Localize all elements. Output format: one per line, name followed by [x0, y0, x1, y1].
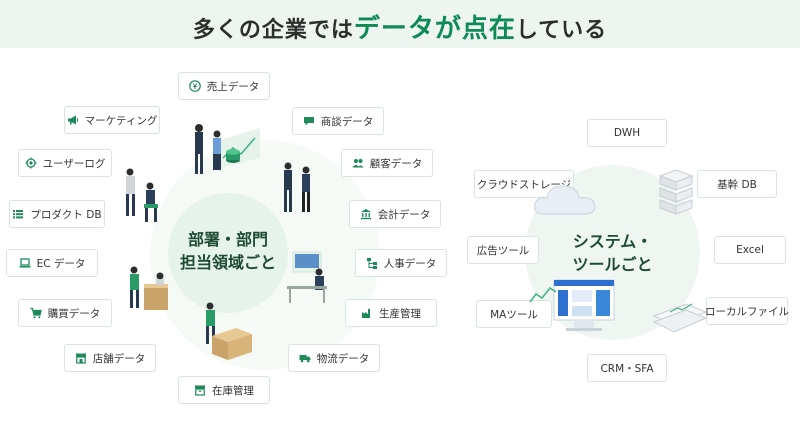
pill-ad-tool: 広告ツール — [467, 236, 539, 264]
title-prefix: 多くの企業では — [192, 18, 354, 43]
pill-label: 顧客データ — [369, 157, 423, 170]
pill-sales-data: 売上データ — [178, 72, 270, 100]
office-worker-illustration — [287, 251, 327, 303]
header-band — [0, 0, 800, 48]
pill-hr-data: 人事データ — [355, 249, 447, 277]
inventory-icon — [194, 384, 206, 396]
pill-label: プロダクト DB — [30, 208, 102, 221]
pill-inventory-management: 在庫管理 — [178, 376, 270, 404]
cloud-storage-illustration — [534, 185, 596, 215]
pill-excel: Excel — [714, 236, 786, 264]
customer-meeting-illustration — [284, 162, 310, 212]
systems-center-label: システム・ ツールごと — [555, 230, 670, 276]
warehouse-illustration — [206, 302, 252, 360]
chat-icon — [303, 115, 315, 127]
title-suffix: している — [515, 18, 608, 43]
pill-label: CRM・SFA — [600, 362, 654, 375]
pill-crm-sfa: CRM・SFA — [587, 354, 667, 382]
factory-icon — [361, 307, 373, 319]
pill-customer-data: 顧客データ — [341, 149, 433, 177]
pill-label: ローカルファイル — [705, 305, 789, 318]
pill-label: ユーザーログ — [42, 157, 106, 170]
pill-accounting-data: 会計データ — [349, 200, 441, 228]
bank-icon — [360, 208, 372, 220]
user-analysis-illustration — [126, 168, 158, 222]
page-title: 多くの企業ではデータが点在している — [0, 8, 800, 45]
ma-chart-illustration — [529, 286, 557, 303]
pill-label: 広告ツール — [476, 244, 530, 257]
pill-ec-data: EC データ — [6, 249, 98, 277]
systems-center-line1: システム・ — [572, 232, 653, 251]
pill-label: 生産管理 — [379, 307, 421, 320]
departments-inner-circle — [168, 193, 288, 313]
sales-meeting-illustration — [195, 124, 260, 174]
megaphone-icon — [67, 114, 79, 126]
pill-local-file: ローカルファイル — [705, 297, 789, 325]
pill-label: 基幹 DB — [717, 178, 757, 191]
departments-center-line2: 担当領域ごと — [179, 253, 276, 272]
local-file-illustration — [652, 303, 708, 333]
pill-label: クラウドストレージ — [476, 178, 572, 191]
title-accent: データが点在 — [353, 14, 516, 44]
pill-deal-data: 商談データ — [292, 107, 384, 135]
list-icon — [12, 208, 24, 220]
store-clerk-illustration — [130, 266, 168, 310]
pill-label: EC データ — [36, 257, 86, 270]
pill-label: Excel — [736, 244, 764, 256]
store-icon — [75, 352, 87, 364]
pill-dwh: DWH — [587, 119, 667, 147]
pill-user-log: ユーザーログ — [18, 149, 112, 177]
pill-marketing: マーケティング — [64, 106, 160, 134]
pill-label: 会計データ — [377, 208, 431, 221]
server-stack-illustration — [658, 169, 694, 215]
pill-label: マーケティング — [84, 114, 158, 127]
cart-icon — [30, 307, 42, 319]
crm-dashboard-illustration — [553, 279, 615, 331]
pill-logistics-data: 物流データ — [288, 344, 380, 372]
departments-center-label: 部署・部門 担当領域ごと — [168, 228, 288, 274]
pill-label: MAツール — [490, 308, 538, 321]
target-icon — [25, 157, 37, 169]
pill-production-management: 生産管理 — [345, 299, 437, 327]
org-chart-icon — [366, 257, 378, 269]
pill-label: 店舗データ — [92, 352, 146, 365]
departments-center-line1: 部署・部門 — [187, 230, 268, 249]
pill-label: 商談データ — [320, 115, 374, 128]
truck-icon — [299, 352, 311, 364]
pill-core-db: 基幹 DB — [697, 170, 777, 198]
systems-center-line2: ツールごと — [572, 255, 653, 274]
pill-label: 在庫管理 — [212, 384, 254, 397]
pill-label: 人事データ — [383, 257, 437, 270]
pill-store-data: 店舗データ — [64, 344, 156, 372]
laptop-icon — [19, 257, 31, 269]
pill-ma-tool: MAツール — [476, 300, 552, 328]
yen-icon — [188, 80, 201, 92]
pill-label: 購買データ — [47, 307, 101, 320]
pill-label: DWH — [613, 127, 641, 139]
pill-label: 売上データ — [206, 80, 260, 93]
people-icon — [352, 157, 364, 169]
pill-purchase-data: 購買データ — [18, 299, 112, 327]
pill-product-db: プロダクト DB — [9, 200, 105, 228]
pill-label: 物流データ — [316, 352, 370, 365]
